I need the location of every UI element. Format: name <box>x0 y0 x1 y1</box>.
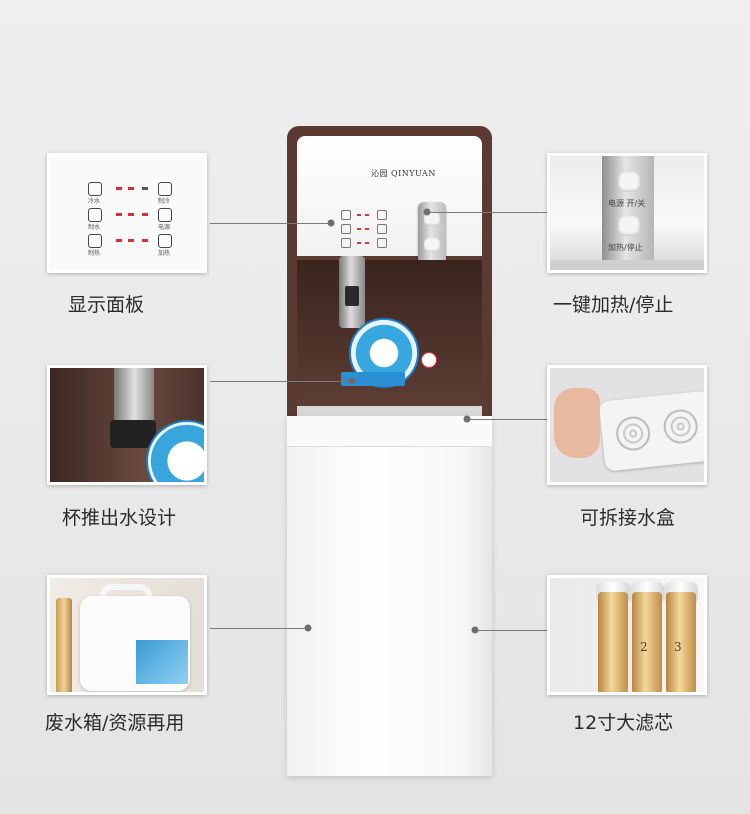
brand-logo: 沁园 QINYUAN <box>371 169 436 178</box>
status-led <box>142 213 148 216</box>
filter-number: 2 <box>640 640 648 654</box>
dispenser-shelf <box>550 260 704 270</box>
power-icon <box>377 224 387 234</box>
filter-cartridge <box>632 592 662 692</box>
cooling-label: 制冷 <box>158 198 171 205</box>
filter-photo: 2 3 <box>547 575 707 695</box>
filter-tube <box>56 598 72 692</box>
hot-warning-icon <box>421 352 437 368</box>
status-led <box>365 228 369 230</box>
status-led <box>365 242 369 244</box>
caption-one-touch-heating: 一键加热/停止 <box>553 294 674 316</box>
status-led <box>128 239 134 242</box>
certification-sticker <box>146 420 204 482</box>
dispenser-cabinet <box>287 416 492 776</box>
status-led <box>365 214 369 216</box>
heat-button[interactable] <box>618 216 640 236</box>
status-led <box>357 228 361 230</box>
power-button[interactable] <box>424 212 440 226</box>
snowflake-icon <box>158 182 172 196</box>
cold-water-icon <box>88 182 102 196</box>
status-led <box>142 239 148 242</box>
fan-icon <box>341 224 351 234</box>
bottle-label <box>136 640 188 684</box>
display-panel-photo: 冷水 制水 制热 制冷 电源 加热 <box>47 153 207 273</box>
status-led <box>142 187 148 190</box>
connector-dot <box>423 208 431 216</box>
connector-cup-push <box>210 381 350 382</box>
dispenser-control-panel: 沁园 QINYUAN <box>297 136 482 302</box>
cabinet-top-band <box>287 416 492 447</box>
heat-icon <box>158 234 172 248</box>
fan-icon <box>88 208 102 222</box>
filter-cartridge <box>666 592 696 692</box>
removable-tray <box>598 390 704 472</box>
sticker-banner <box>341 372 405 386</box>
connector-dot <box>304 624 312 632</box>
status-led <box>116 213 122 216</box>
connector-heating <box>430 212 547 213</box>
power-switch-label: 电源 开/关 <box>608 199 646 208</box>
cold-water-icon <box>341 210 351 220</box>
ready-water-label: 制水 <box>88 224 101 231</box>
filter-cartridge <box>598 592 628 692</box>
power-label: 电源 <box>158 224 171 231</box>
mini-status-display <box>341 210 391 250</box>
filter-number: 3 <box>674 640 682 654</box>
status-led <box>128 213 134 216</box>
power-button[interactable] <box>618 172 640 192</box>
connector-display <box>210 223 328 224</box>
heat-icon <box>377 238 387 248</box>
drip-tray[interactable] <box>297 406 482 416</box>
connector-dot <box>327 219 335 227</box>
vent-icon <box>614 414 652 453</box>
hand <box>554 388 600 458</box>
caption-cup-push: 杯推出水设计 <box>62 507 177 529</box>
cup-icon <box>341 238 351 248</box>
waste-water-photo <box>47 575 207 695</box>
connector-dot <box>463 415 471 423</box>
water-spout[interactable] <box>339 256 365 328</box>
connector-filter <box>477 630 547 631</box>
hot-water-label: 制热 <box>88 250 101 257</box>
panel-icon-grid: 冷水 制水 制热 制冷 电源 加热 <box>88 182 178 260</box>
connector-dot <box>471 626 479 634</box>
status-led <box>116 239 122 242</box>
status-led <box>128 187 134 190</box>
heat-switch-label: 加热/停止 <box>608 243 643 252</box>
drip-tray-photo <box>547 365 707 485</box>
vent-icon <box>661 407 700 446</box>
heat-button[interactable] <box>424 238 440 252</box>
power-icon <box>158 208 172 222</box>
status-led <box>357 214 361 216</box>
status-led <box>116 187 122 190</box>
cup-push-photo <box>47 365 207 485</box>
cold-water-label: 冷水 <box>88 198 101 205</box>
water-dispenser: 沁园 QINYUAN <box>287 126 492 776</box>
caption-drip-tray: 可拆接水盒 <box>580 507 676 529</box>
status-led <box>357 242 361 244</box>
connector-waste-box <box>210 628 306 629</box>
caption-display-panel: 显示面板 <box>68 294 145 316</box>
push-lever <box>110 420 156 448</box>
caption-filter: 12寸大滤芯 <box>573 712 674 734</box>
heating-switch-photo: 电源 开/关 加热/停止 <box>547 153 707 273</box>
heating-label: 加热 <box>158 250 171 257</box>
caption-waste-box: 废水箱/资源再用 <box>45 712 185 734</box>
cup-icon <box>88 234 102 248</box>
connector-dot <box>348 377 356 385</box>
dispenser-upper-body: 沁园 QINYUAN <box>287 126 492 416</box>
connector-drip-tray <box>470 419 547 420</box>
snowflake-icon <box>377 210 387 220</box>
